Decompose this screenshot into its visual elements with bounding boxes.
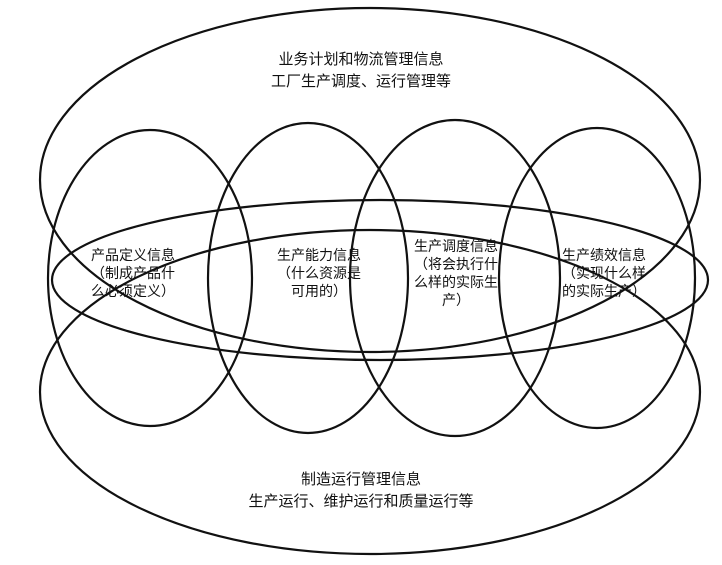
product-definition-ellipse (46, 128, 254, 428)
manufacturing-operations-title: 制造运行管理信息 (300, 470, 421, 488)
manufacturing-operations-detail: 生产运行、维护运行和质量运行等 (248, 492, 474, 510)
production-performance-desc-1: （实现什么样 (562, 266, 646, 282)
production-schedule-title: 生产调度信息 (414, 239, 498, 255)
production-capability-title: 生产能力信息 (277, 248, 361, 264)
business-planning-title: 业务计划和物流管理信息 (278, 50, 444, 68)
product-definition-desc-1: （制成产品什 (91, 266, 175, 282)
production-capability-label: 生产能力信息 （什么资源是 可用的） (260, 247, 378, 301)
production-performance-label: 生产绩效信息 （实现什么样 的实际生产） (548, 247, 660, 301)
product-definition-label: 产品定义信息 （制成产品什 么必须定义） (78, 247, 188, 301)
production-performance-desc-2: 的实际生产） (562, 284, 646, 300)
production-performance-ellipse (497, 126, 697, 430)
business-planning-detail: 工厂生产调度、运行管理等 (270, 72, 451, 90)
manufacturing-operations-oval (38, 228, 702, 556)
production-capability-desc-2: 可用的） (291, 284, 347, 300)
business-planning-oval (38, 6, 702, 354)
business-planning-label: 业务计划和物流管理信息 工厂生产调度、运行管理等 (211, 48, 511, 92)
product-definition-desc-2: 么必须定义） (91, 284, 175, 300)
central-exchange-ellipse (50, 198, 710, 362)
product-definition-title: 产品定义信息 (91, 248, 175, 264)
production-capability-desc-1: （什么资源是 (277, 266, 361, 282)
production-schedule-desc-3: 产） (442, 293, 470, 309)
production-schedule-label: 生产调度信息 （将会执行什 么样的实际生 产） (400, 238, 512, 310)
production-performance-title: 生产绩效信息 (562, 248, 646, 264)
production-schedule-ellipse (348, 118, 562, 438)
production-capability-ellipse (206, 121, 410, 435)
production-schedule-desc-1: （将会执行什 (414, 257, 498, 273)
production-schedule-desc-2: 么样的实际生 (414, 275, 498, 291)
manufacturing-operations-label: 制造运行管理信息 生产运行、维护运行和质量运行等 (211, 468, 511, 512)
